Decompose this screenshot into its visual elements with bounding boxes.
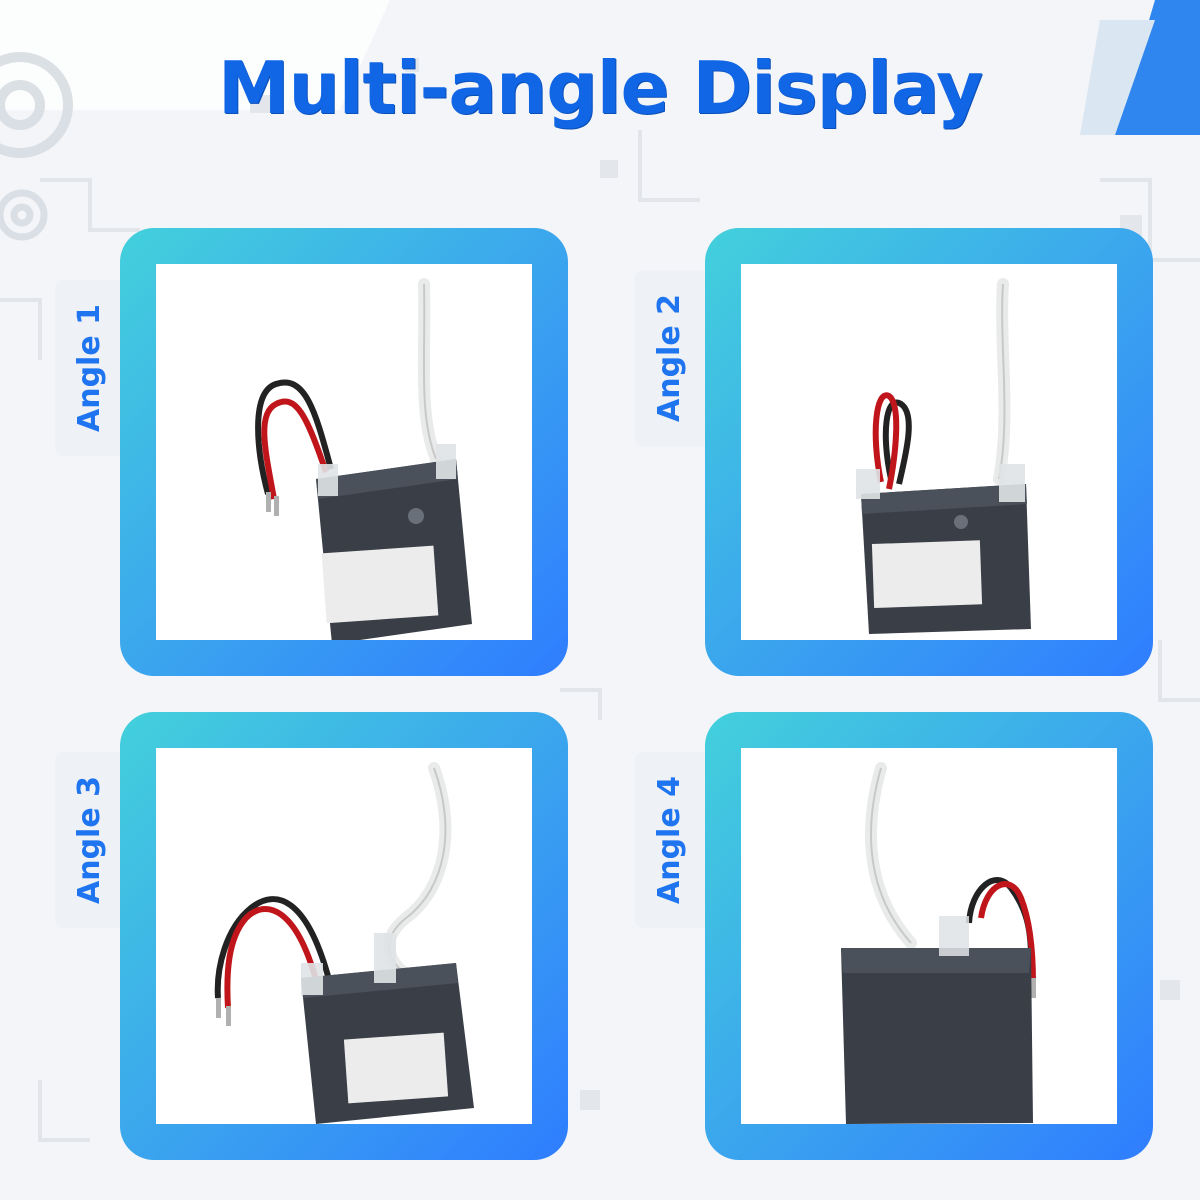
angle-1-photo (156, 264, 532, 640)
angle-2-photo (741, 264, 1117, 640)
angle-3-tab: Angle 3 (55, 752, 125, 928)
angle-3-label: Angle 3 (72, 776, 107, 904)
page-title: Multi-angle Display (217, 46, 983, 130)
angle-4-photo (741, 748, 1117, 1124)
circuit-traces (0, 130, 1200, 1142)
adapter-device-angle-3 (214, 762, 474, 1124)
gear-icon (0, 52, 73, 158)
angle-1-label: Angle 1 (72, 304, 107, 432)
angle-3-card (120, 712, 568, 1160)
top-right-light-ribbon (1080, 20, 1155, 135)
angle-2-tab: Angle 2 (635, 270, 705, 446)
angle-1-card (120, 228, 568, 676)
top-right-blue-ribbon (1115, 0, 1200, 135)
adapter-device-angle-2 (856, 278, 1031, 634)
angle-1-tab: Angle 1 (55, 280, 125, 456)
top-left-white-banner (0, 0, 390, 110)
angle-4-card (705, 712, 1153, 1160)
adapter-device-angle-4 (841, 762, 1036, 1124)
angle-4-tab: Angle 4 (635, 752, 705, 928)
angle-2-card (705, 228, 1153, 676)
angle-3-photo (156, 748, 532, 1124)
angle-4-label: Angle 4 (652, 776, 687, 904)
adapter-device-angle-1 (255, 278, 472, 640)
angle-2-label: Angle 2 (652, 294, 687, 422)
gear-icon (0, 189, 48, 241)
